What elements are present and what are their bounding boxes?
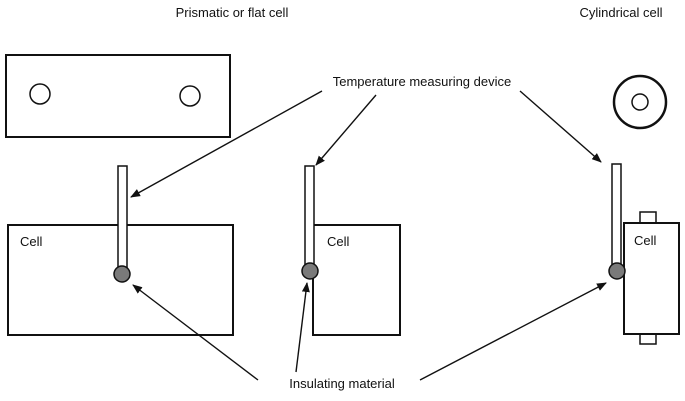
sensor-left xyxy=(113,265,131,283)
arrow-device-middle xyxy=(315,94,377,166)
sensor-middle xyxy=(301,262,319,280)
prismatic-heading: Prismatic or flat cell xyxy=(176,5,289,20)
probe-right xyxy=(611,163,622,272)
arrow-insulation-left xyxy=(132,284,259,381)
sensor-right xyxy=(608,262,626,280)
flat-cell-side: Cell xyxy=(301,165,401,336)
cell-label-middle: Cell xyxy=(327,234,350,249)
cylindrical-cell-side: Cell xyxy=(608,163,680,345)
terminal-right xyxy=(179,85,201,107)
arrow-insulation-right xyxy=(419,282,607,381)
cell-label-right: Cell xyxy=(634,233,657,248)
temperature-device-label: Temperature measuring device xyxy=(333,74,511,89)
cell-label-left: Cell xyxy=(20,234,43,249)
cylindrical-top-view xyxy=(612,74,668,130)
insulating-material-label: Insulating material xyxy=(289,376,395,391)
prismatic-top-view xyxy=(5,54,231,138)
probe-left xyxy=(117,165,128,275)
terminal-left xyxy=(29,83,51,105)
prismatic-cell-front: Cell xyxy=(7,165,234,336)
arrow-insulation-middle xyxy=(295,282,310,373)
arrow-device-right xyxy=(519,90,602,163)
probe-middle xyxy=(304,165,315,272)
arrow-device-left xyxy=(130,90,323,198)
cylindrical-heading: Cylindrical cell xyxy=(579,5,662,20)
